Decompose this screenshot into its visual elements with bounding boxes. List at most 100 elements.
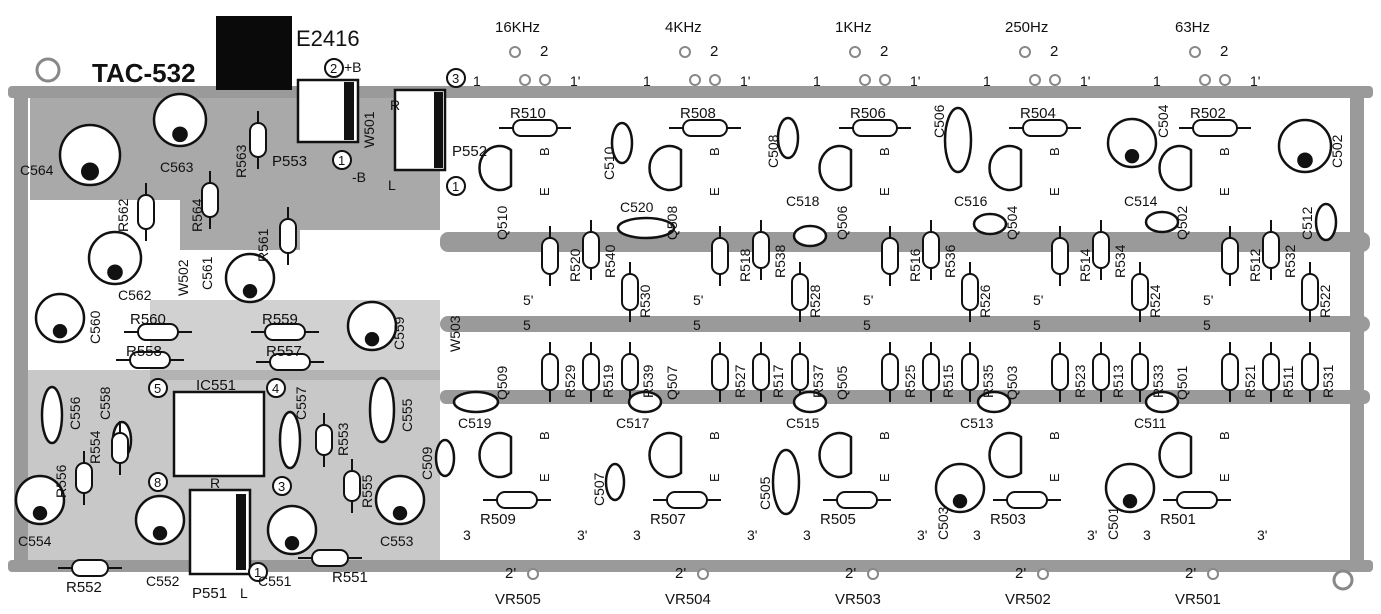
vres-f-3-label: R533 (1150, 364, 1166, 398)
vres-d-2 (881, 353, 899, 391)
cap-c518-label: C518 (786, 193, 820, 209)
vres-a-3 (1051, 237, 1069, 275)
res-r556 (75, 462, 93, 494)
part-ic551-label: IC551 (196, 377, 236, 394)
cap-c517 (627, 390, 663, 414)
mounting-hole-top-left (35, 57, 61, 83)
res-r558 (129, 351, 171, 369)
vres-b-0-label: R540 (602, 244, 618, 278)
vres-b-3 (1092, 231, 1110, 269)
pin-pad-a-1 (689, 74, 701, 86)
code-stamp: E2416 (296, 26, 360, 51)
pin-5p-0: 5' (523, 292, 533, 308)
bottom-transistor-2-base-letter: B (877, 431, 892, 440)
res-r562 (137, 194, 155, 230)
top-resistor-0 (512, 119, 558, 137)
pin-1-1: 1 (643, 73, 651, 89)
vres-f-4-label: R531 (1320, 364, 1336, 398)
top-resistor-2-label: R506 (850, 105, 886, 122)
pin-3p-1: 3' (747, 527, 757, 543)
top-transistor-0-label: Q510 (494, 206, 510, 240)
cap-c506-label: C506 (931, 104, 947, 138)
res-r553 (315, 424, 333, 456)
cap-c504 (1106, 117, 1158, 169)
pin-1-3: 1 (983, 73, 991, 89)
res-r564-label: R564 (189, 198, 205, 232)
top-pad-4 (1189, 46, 1201, 58)
bottom-transistor-4-emitter-letter: E (1217, 473, 1232, 482)
cap-c561-pin (242, 284, 258, 299)
cap-c509-label: C509 (419, 446, 435, 480)
marker-p551-3-text: 3 (278, 479, 285, 494)
vres-f-0 (621, 353, 639, 391)
cap-c562-pin (107, 264, 123, 281)
vr-label-1: VR504 (665, 591, 711, 608)
vres-c-1-label: R528 (807, 284, 823, 318)
vres-c-0-label: R530 (637, 284, 653, 318)
vres-d-1-label: R527 (732, 364, 748, 398)
cap-c555 (368, 376, 396, 444)
vres-c-4 (1301, 273, 1319, 311)
vres-c-4-label: R522 (1317, 284, 1333, 318)
res-r553-label: R553 (335, 422, 351, 456)
cap-c506 (943, 106, 973, 174)
cap-c561-label: C561 (199, 256, 215, 290)
top-transistor-1 (648, 144, 683, 192)
cap-c511-label: C511 (1134, 415, 1167, 431)
cap-c514-label: C514 (1124, 193, 1158, 209)
pin-2-top-1: 2 (710, 43, 718, 60)
pin-pad-a-2 (859, 74, 871, 86)
res-r561-label: R561 (255, 228, 271, 262)
cap-c511 (1144, 390, 1180, 414)
bottom-pad-3 (1037, 568, 1049, 580)
vres-a-4 (1221, 237, 1239, 275)
cap-c556-label: C556 (67, 396, 83, 430)
vres-e-4 (1262, 353, 1280, 391)
pin-pad-b-1 (709, 74, 721, 86)
pin-2-top-4: 2 (1220, 43, 1228, 60)
cap-c551-label: C551 (258, 573, 292, 589)
cap-c519-label: C519 (458, 415, 492, 431)
pin-1p-1: 1' (740, 73, 750, 89)
marker-3-text: 3 (452, 71, 459, 86)
vres-e-2 (922, 353, 940, 391)
cap-c507 (604, 462, 626, 502)
bottom-transistor-3-label: Q503 (1004, 366, 1020, 400)
bottom-pad-1 (697, 568, 709, 580)
cap-c512 (1314, 202, 1338, 242)
cap-c516-label: C516 (954, 193, 988, 209)
cap-c513-label: C513 (960, 415, 994, 431)
vres-f-3 (1131, 353, 1149, 391)
marker-1-text: 1 (452, 179, 459, 194)
top-resistor-4-label: R502 (1190, 105, 1226, 122)
cap-c504-label: C504 (1155, 104, 1171, 138)
cap-c509 (434, 438, 456, 478)
vres-c-3 (1131, 273, 1149, 311)
vres-b-3-label: R534 (1112, 244, 1128, 278)
top-resistor-2 (852, 119, 898, 137)
vres-f-1 (791, 353, 809, 391)
cap-c512-label: C512 (1299, 206, 1315, 240)
bottom-pad-0 (527, 568, 539, 580)
pin-2p-0: 2' (505, 565, 516, 582)
pin-5p-4: 5' (1203, 292, 1213, 308)
cap-c514 (1144, 210, 1180, 234)
bottom-transistor-1 (648, 431, 683, 479)
cap-c552-pin (152, 526, 168, 541)
bottom-transistor-4-base-letter: B (1217, 431, 1232, 440)
pin-pad-b-0 (539, 74, 551, 86)
top-transistor-3-base-letter: B (1047, 147, 1062, 156)
vres-d-0 (541, 353, 559, 391)
pin-3-0: 3 (463, 527, 471, 543)
pin-1p-4: 1' (1250, 73, 1260, 89)
part-w503-label: W503 (447, 315, 463, 352)
top-transistor-4-base-letter: B (1217, 147, 1232, 156)
top-transistor-4-label: Q502 (1174, 206, 1190, 240)
cap-c505-label: C505 (757, 476, 773, 510)
vres-a-1-label: R518 (737, 248, 753, 282)
top-transistor-1-emitter-letter: E (707, 187, 722, 196)
cap-c520-label: C520 (620, 199, 654, 215)
bottom-transistor-4 (1158, 431, 1193, 479)
cap-c501-label: C501 (1105, 506, 1121, 540)
vres-e-4-label: R511 (1280, 365, 1296, 398)
